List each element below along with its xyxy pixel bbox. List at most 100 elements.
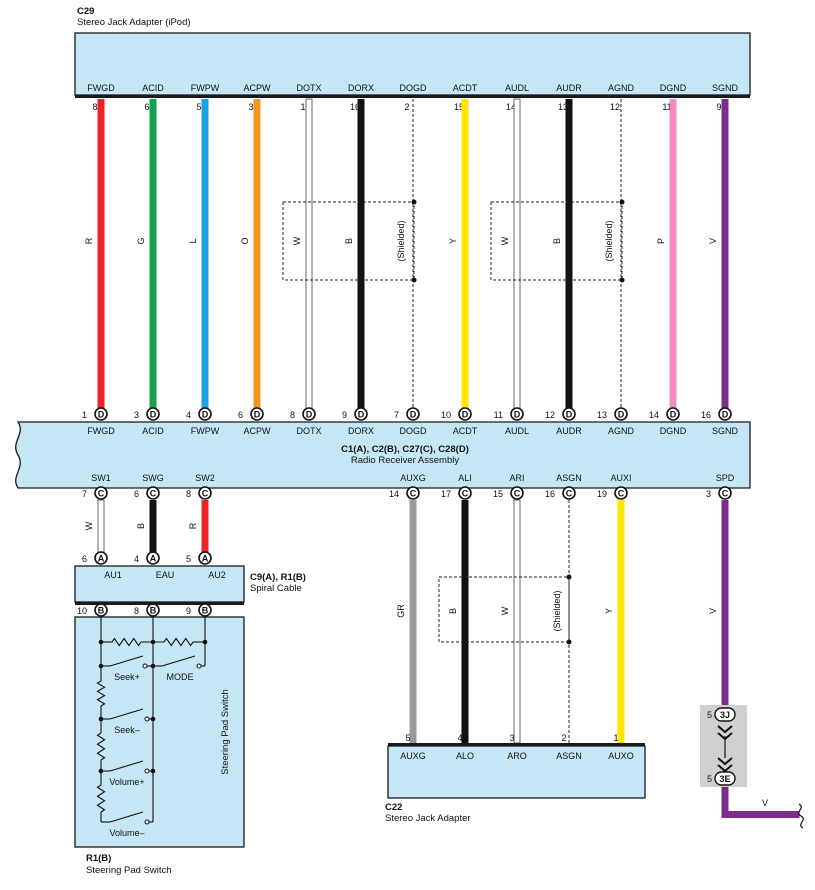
c29-pin-number: 5 — [196, 102, 201, 112]
radio-bottom-connector-circle — [718, 486, 732, 500]
radio-bottom-pin-label: AUXI — [610, 473, 631, 483]
radio-bottom-connector-letter: C — [514, 488, 521, 498]
wire-dorx — [357, 99, 365, 409]
junction-top-id: 3J — [720, 710, 730, 720]
radio-bottom-connector-circle — [562, 486, 576, 500]
wire-color-label: W — [292, 236, 302, 245]
c29-pin-number: 12 — [610, 102, 620, 112]
radio-bottom-pin-number: 16 — [545, 489, 555, 499]
c22-pin-number: 5 — [405, 733, 410, 743]
wire-spiral-eau — [149, 500, 157, 552]
radio-top-connector-letter: D — [722, 409, 729, 419]
wire-color-label: V — [762, 798, 768, 808]
wire-color-label: W — [84, 521, 94, 530]
c29-pin-number: 16 — [350, 102, 360, 112]
c29-pin-number: 11 — [662, 102, 671, 112]
radio-top-connector-circle — [666, 407, 680, 421]
switch-blade — [109, 655, 144, 667]
switch-label: Seek– — [114, 725, 140, 735]
spiral-bottom-connector-letter: B — [150, 605, 157, 615]
shield-junction — [566, 574, 572, 580]
c29-name: Stereo Jack Adapter (iPod) — [77, 17, 191, 28]
c22-pin-label: ARO — [507, 751, 527, 761]
radio-top-pin-number: 7 — [394, 410, 399, 420]
wire-color-label: P — [656, 238, 666, 244]
radio-top-pin-label: AUDR — [556, 426, 582, 436]
wire-fwpw — [201, 99, 209, 409]
radio-bottom-connector-circle — [406, 486, 420, 500]
wire-c22-alo — [461, 500, 469, 743]
radio-top-pin-number: 8 — [290, 410, 295, 420]
spiral-top-connector-letter: A — [202, 553, 209, 563]
spiral-top-pin-number: 5 — [186, 554, 191, 564]
wire-fwgd — [97, 99, 105, 409]
c29-pin-label: SGND — [712, 83, 739, 93]
radio-top-pin-label: ACDT — [453, 426, 478, 436]
c22-pin-number: 4 — [457, 733, 462, 743]
radio-top-connector-circle — [198, 407, 212, 421]
spiral-top-connector-circle — [94, 551, 108, 565]
radio-bottom-pin-label: ALI — [458, 473, 472, 483]
radio-top-pin-label: ACPW — [244, 426, 272, 436]
radio-top-pin-number: 14 — [649, 410, 659, 420]
radio-top-pin-label: DORX — [348, 426, 374, 436]
switch-contact — [196, 663, 202, 669]
spiral-pin-label: AU2 — [208, 570, 226, 580]
radio-top-connector-letter: D — [306, 409, 313, 419]
radio-bottom-connector-circle — [94, 486, 108, 500]
wire-color-label: W — [500, 606, 510, 615]
steering-code: R1(B) — [86, 853, 111, 864]
wire-spd-out-horizontal — [721, 811, 800, 818]
wire-color-label: B — [344, 238, 354, 244]
wire-spd — [721, 500, 729, 710]
c29-pin-number: 1 — [300, 102, 305, 112]
c29-pin-label: AUDR — [556, 83, 582, 93]
spiral-top-connector-circle — [198, 551, 212, 565]
wire-color-label: G — [136, 237, 146, 244]
c22-pin-number: 3 — [509, 733, 514, 743]
spiral-bottom-connector-letter: B — [202, 605, 209, 615]
radio-top-connector-letter: D — [566, 409, 573, 419]
spiral-top-pin-number: 4 — [134, 554, 139, 564]
circuit-node — [150, 716, 156, 722]
radio-receiver-box — [15, 421, 751, 489]
radio-bottom-pin-number: 15 — [493, 489, 503, 499]
radio-top-pin-number: 1 — [82, 410, 87, 420]
c29-pin-number: 14 — [506, 102, 516, 112]
wire-acdt — [461, 99, 469, 409]
wire-acpw — [253, 99, 261, 409]
wire-color-label: L — [188, 238, 198, 243]
wire-audl — [513, 98, 521, 410]
radio-bottom-connector-letter: C — [722, 488, 729, 498]
radio-top-pin-label: DOTX — [296, 426, 321, 436]
wire-acid — [149, 99, 157, 409]
wire-color-label: Y — [604, 608, 614, 614]
radio-bottom-pin-label: SPD — [716, 473, 735, 483]
radio-code: C1(A), C2(B), C27(C), C28(D) — [341, 444, 469, 455]
radio-bottom-pin-label: SWG — [142, 473, 164, 483]
wire-color-label: (Shielded) — [604, 220, 614, 261]
radio-top-pin-label: ACID — [142, 426, 164, 436]
junction-bottom-id-box — [714, 771, 736, 786]
radio-top-connector-circle — [354, 407, 368, 421]
c29-pin-label: AGND — [608, 83, 635, 93]
c29-pin-label: DOTX — [296, 83, 321, 93]
radio-top-pin-label: SGND — [712, 426, 739, 436]
radio-top-pin-number: 9 — [342, 410, 347, 420]
c22-pin-label: ALO — [456, 751, 474, 761]
steering-name: Steering Pad Switch — [86, 865, 172, 876]
spiral-bottom-pin-number: 8 — [134, 606, 139, 616]
spiral-code: C9(A), R1(B) — [250, 572, 306, 583]
resistor — [163, 637, 194, 647]
radio-bottom-pin-label: SW1 — [91, 473, 111, 483]
c22-pin-number: 2 — [561, 733, 566, 743]
wire-sgnd — [721, 99, 729, 409]
wire-color-label: (Shielded) — [396, 220, 406, 261]
resistor — [96, 732, 106, 761]
radio-top-connector-letter: D — [462, 409, 469, 419]
radio-top-connector-letter: D — [202, 409, 209, 419]
spiral-bottom-pin-number: 10 — [77, 606, 87, 616]
c29-pin-label: AUDL — [505, 83, 529, 93]
